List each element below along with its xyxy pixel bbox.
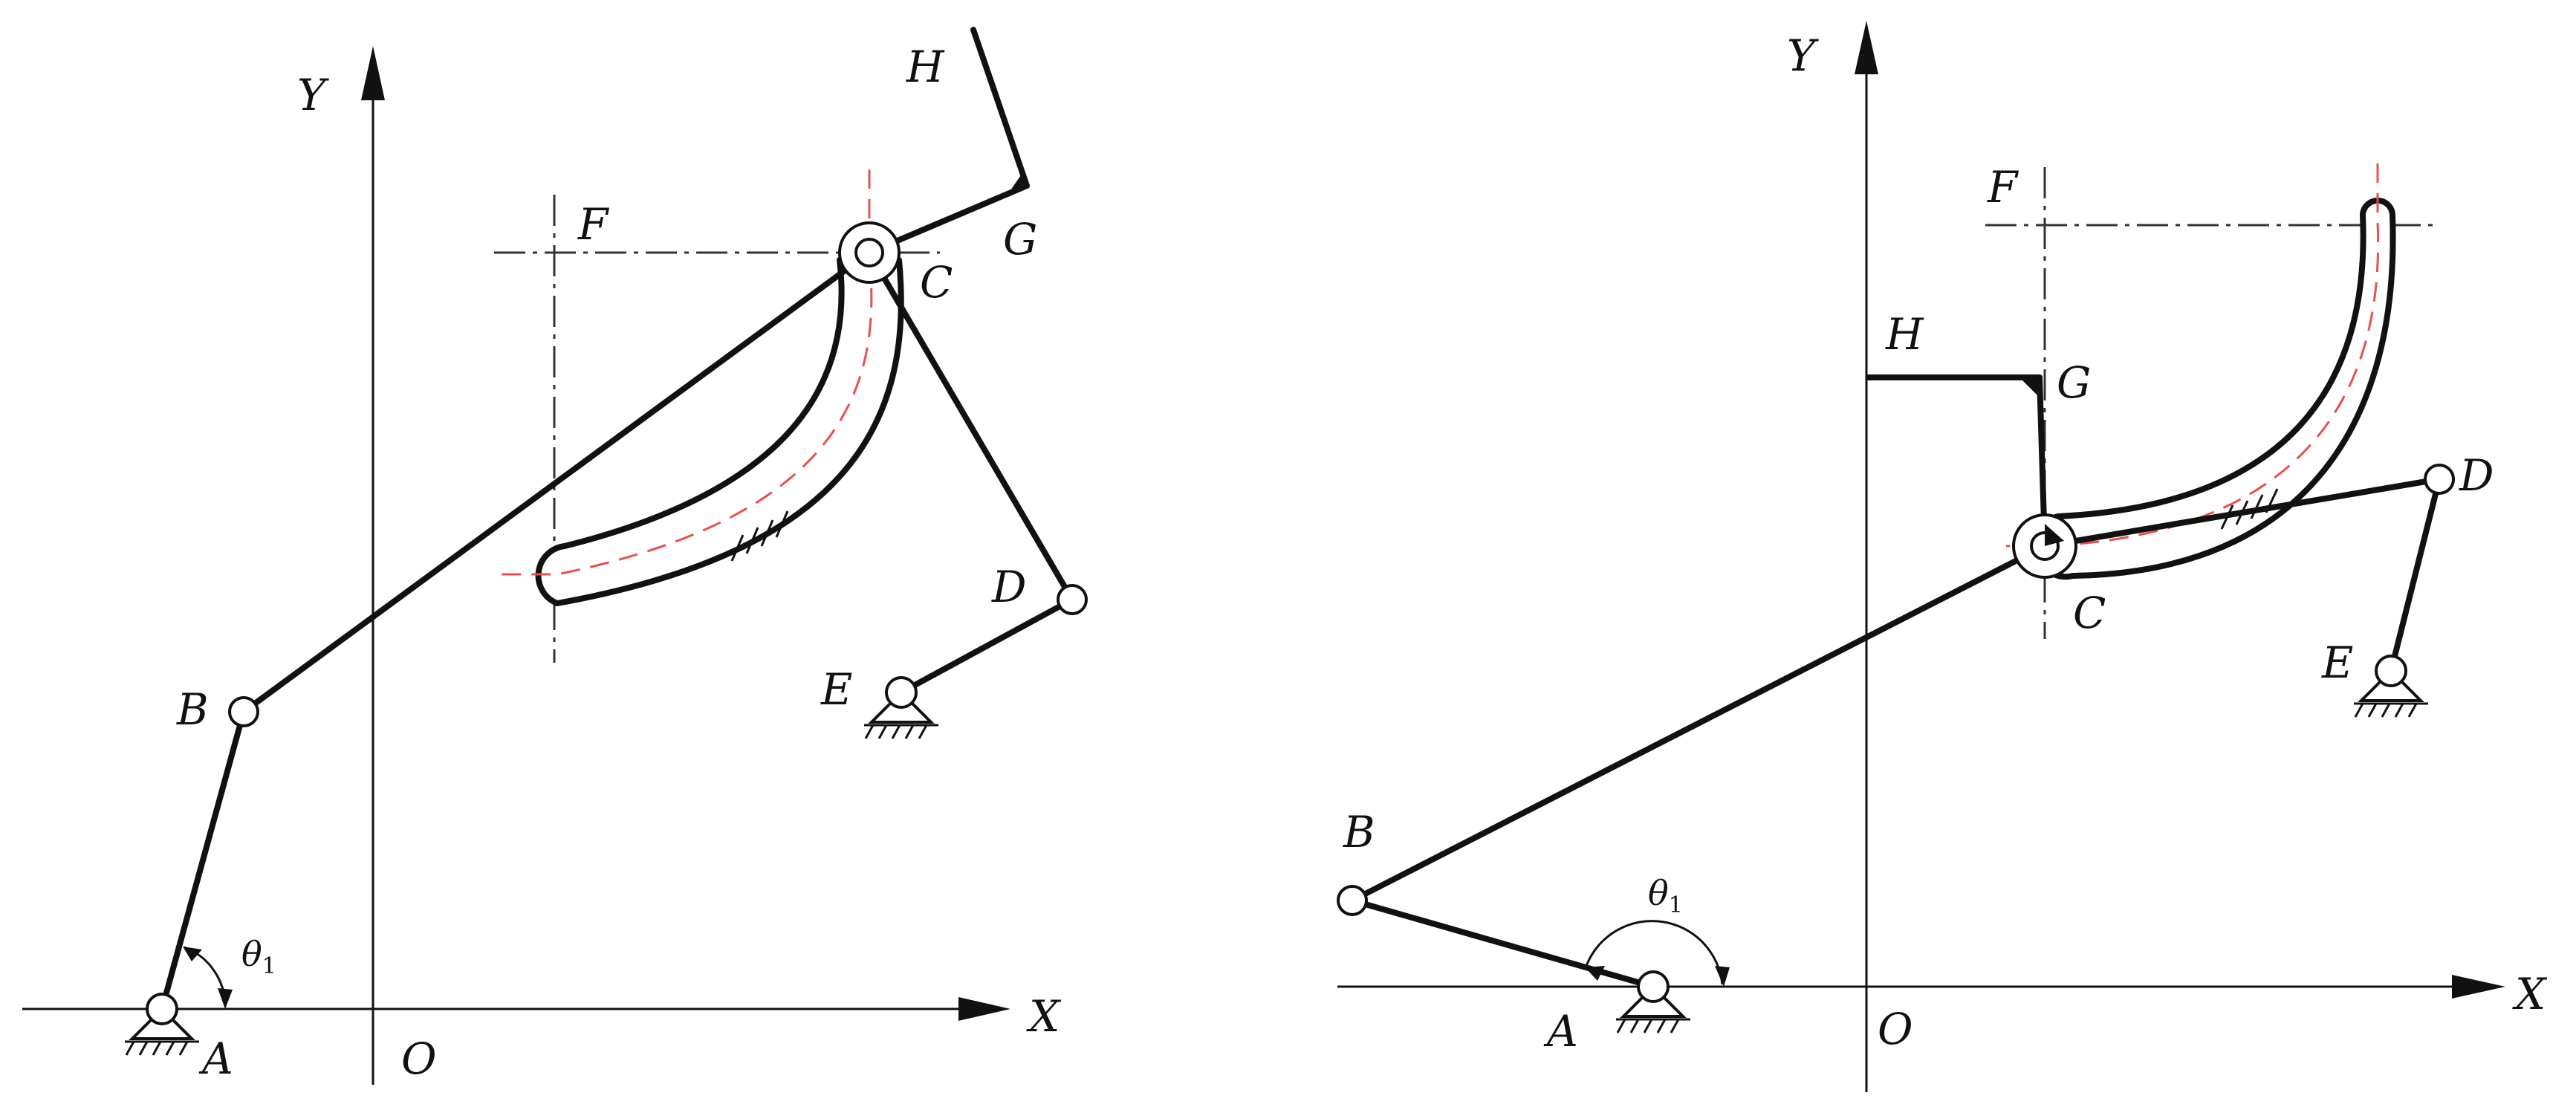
left-slot-ground-hatch — [730, 510, 789, 562]
left-mechanism: Y X O A B C D E F G H θ1 — [22, 27, 1088, 1085]
left-link-ab — [159, 709, 247, 1012]
left-label-y: Y — [297, 70, 329, 120]
right-joint-b — [1337, 885, 1368, 916]
left-label-f: F — [577, 199, 609, 250]
left-label-c: C — [920, 257, 953, 308]
right-label-d: D — [2459, 450, 2494, 501]
right-label-c: C — [2073, 588, 2106, 638]
left-label-x: X — [1026, 991, 1062, 1042]
left-joint-b — [228, 696, 259, 727]
left-link-gh — [970, 27, 1030, 189]
left-curved-slot — [535, 257, 904, 606]
right-ground-support-e — [2354, 655, 2428, 718]
right-label-a: A — [1543, 1006, 1578, 1057]
left-label-o: O — [401, 1033, 437, 1084]
left-label-b: B — [176, 684, 209, 735]
left-ground-support-a — [125, 993, 199, 1056]
right-link-ab — [1349, 898, 1656, 990]
left-ground-support-e — [864, 676, 938, 739]
left-y-arrow — [361, 46, 385, 100]
left-joint-c — [854, 238, 884, 267]
right-ground-support-a — [1616, 970, 1690, 1033]
right-label-f: F — [1987, 162, 2019, 212]
right-mechanism: Y X O A B C D E F G H θ1 — [1337, 21, 2548, 1092]
right-y-arrow — [1855, 21, 1878, 74]
right-x-arrow — [2452, 975, 2505, 999]
left-label-theta1: θ1 — [241, 934, 276, 979]
right-c-weld — [2045, 524, 2064, 546]
right-label-b: B — [1343, 807, 1375, 857]
right-joint-d — [2424, 464, 2455, 495]
right-label-x: X — [2512, 969, 2548, 1019]
left-label-e: E — [820, 664, 852, 715]
right-label-o: O — [1878, 1004, 1913, 1054]
left-joint-d — [1057, 584, 1088, 615]
right-label-g: G — [2057, 357, 2091, 408]
right-curved-slot — [2031, 198, 2396, 580]
right-theta1-arc — [1585, 920, 1724, 985]
left-x-arrow — [958, 997, 1010, 1021]
left-label-a: A — [198, 1033, 233, 1084]
left-link-de — [898, 597, 1075, 695]
right-theta1-arrow-start — [1585, 966, 1605, 981]
right-theta1-arrow-end — [1715, 966, 1730, 987]
left-label-h: H — [906, 42, 945, 92]
left-theta1-arrow — [218, 988, 233, 1009]
left-link-cd — [866, 250, 1075, 603]
left-link-bc — [241, 250, 872, 715]
right-link-de — [2388, 476, 2442, 674]
right-link-cd — [2042, 476, 2442, 549]
right-link-bc — [1349, 543, 2048, 903]
right-label-y: Y — [1787, 30, 1819, 81]
right-g-weld — [2019, 377, 2040, 397]
right-label-theta1: θ1 — [1648, 873, 1683, 918]
right-label-h: H — [1885, 309, 1924, 360]
left-theta1-arrow-start — [183, 947, 202, 961]
left-label-d: D — [991, 562, 1027, 612]
right-label-e: E — [2321, 637, 2353, 688]
left-label-g: G — [1003, 214, 1037, 264]
left-g-weld — [1008, 171, 1027, 195]
right-slot-centerline — [2006, 163, 2380, 548]
